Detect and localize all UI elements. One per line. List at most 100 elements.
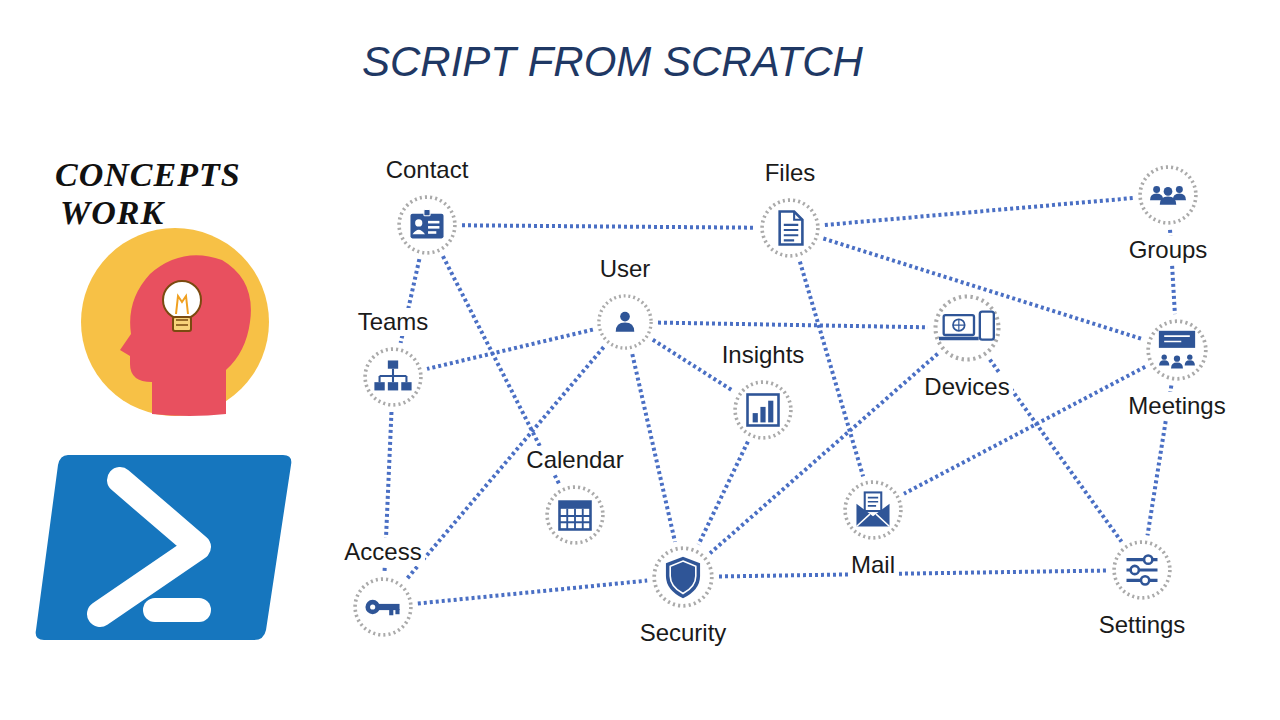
files-icon xyxy=(759,197,821,259)
node-label: Devices xyxy=(921,373,1012,401)
dotted-connector xyxy=(427,330,593,369)
icon-part xyxy=(370,604,375,609)
icon-part xyxy=(865,492,882,511)
dotted-connector xyxy=(418,581,647,604)
icon-part xyxy=(784,225,798,241)
head-profile xyxy=(120,255,251,416)
icon-part xyxy=(1140,167,1196,223)
icon-part xyxy=(395,609,399,614)
icon-part xyxy=(762,200,818,256)
concept-label: WORK xyxy=(60,194,164,232)
lightbulb xyxy=(163,281,201,319)
icon-part xyxy=(560,509,591,530)
prompt-underscore xyxy=(143,598,211,622)
icon-part xyxy=(401,382,411,390)
icon-part xyxy=(1185,360,1195,365)
icon-part xyxy=(1148,321,1206,379)
icon-part xyxy=(760,407,765,423)
icon-part xyxy=(428,231,436,234)
powershell-logo xyxy=(36,455,292,640)
concept-node: Devices xyxy=(921,293,1012,401)
icon-part xyxy=(365,600,379,614)
icon-part xyxy=(1164,187,1173,196)
node-label: Groups xyxy=(1126,236,1211,264)
icon-part xyxy=(1144,556,1152,564)
icon-circle xyxy=(362,346,424,408)
icon-part xyxy=(944,315,974,335)
dotted-connector xyxy=(462,225,755,227)
icon-part xyxy=(1114,542,1170,598)
dotted-connector xyxy=(823,239,1142,340)
icon-part xyxy=(399,197,455,253)
access-icon xyxy=(352,576,414,638)
concept-node: Files xyxy=(759,159,821,259)
settings-icon xyxy=(1111,539,1173,601)
icon-part xyxy=(1150,194,1163,201)
icon-part xyxy=(748,395,779,426)
icon-circle xyxy=(732,379,794,441)
icon-part xyxy=(1160,197,1177,205)
node-label: Calendar xyxy=(523,446,626,474)
icon-part xyxy=(388,382,398,390)
page-title: SCRIPT FROM SCRATCH xyxy=(362,38,863,86)
dotted-connector xyxy=(632,354,675,542)
concept-node: Settings xyxy=(1096,539,1189,639)
node-label: Access xyxy=(341,538,424,566)
icon-part xyxy=(547,487,603,543)
icon-part xyxy=(939,337,979,341)
icon-part xyxy=(410,214,443,239)
icon-part xyxy=(1171,362,1183,368)
node-label: Security xyxy=(637,619,730,647)
concept-node: Groups xyxy=(1126,164,1211,264)
icon-part xyxy=(620,312,630,322)
node-label: Settings xyxy=(1096,611,1189,639)
bulb-thread xyxy=(176,320,188,325)
icon-part xyxy=(856,514,889,526)
icon-part xyxy=(389,609,393,615)
icon-part xyxy=(666,557,700,599)
insights-icon xyxy=(732,379,794,441)
filament xyxy=(176,296,188,314)
icon-circle xyxy=(352,576,414,638)
concept-node: User xyxy=(596,255,654,351)
icon-part xyxy=(380,369,407,382)
icon-part xyxy=(768,401,773,423)
icon-part xyxy=(753,413,758,422)
calendar-icon xyxy=(544,484,606,546)
icon-part xyxy=(355,579,411,635)
icon-part xyxy=(616,322,635,331)
dotted-connector xyxy=(699,442,748,545)
icon-part xyxy=(953,319,965,331)
node-label: Insights xyxy=(719,341,808,369)
icon-part xyxy=(1141,576,1149,584)
concept-label: CONCEPTS xyxy=(55,156,241,194)
icon-circle xyxy=(396,194,458,256)
node-label: Meetings xyxy=(1125,392,1228,420)
icon-part xyxy=(424,210,430,216)
icon-circle xyxy=(842,479,904,541)
concept-node: Security xyxy=(637,545,730,647)
icon-part xyxy=(599,296,651,348)
prompt-chevron xyxy=(100,480,198,614)
dotted-connector xyxy=(658,323,928,328)
icon-part xyxy=(560,502,591,509)
icon-part xyxy=(670,561,696,594)
icon-part xyxy=(388,360,398,368)
icon-part xyxy=(1159,360,1169,365)
concept-node: Access xyxy=(341,538,424,638)
teams-icon xyxy=(362,346,424,408)
icon-part xyxy=(415,219,422,226)
dotted-connector xyxy=(904,367,1145,494)
icon-part xyxy=(1176,186,1183,193)
icon-part xyxy=(780,211,803,244)
icon-part xyxy=(868,498,878,506)
icon-part xyxy=(1153,186,1160,193)
concept-head-icon xyxy=(81,228,269,416)
mail-icon xyxy=(842,479,904,541)
meetings-icon xyxy=(1145,318,1209,382)
icon-part xyxy=(794,211,802,219)
icon-part xyxy=(856,504,889,527)
icon-part xyxy=(374,382,384,390)
